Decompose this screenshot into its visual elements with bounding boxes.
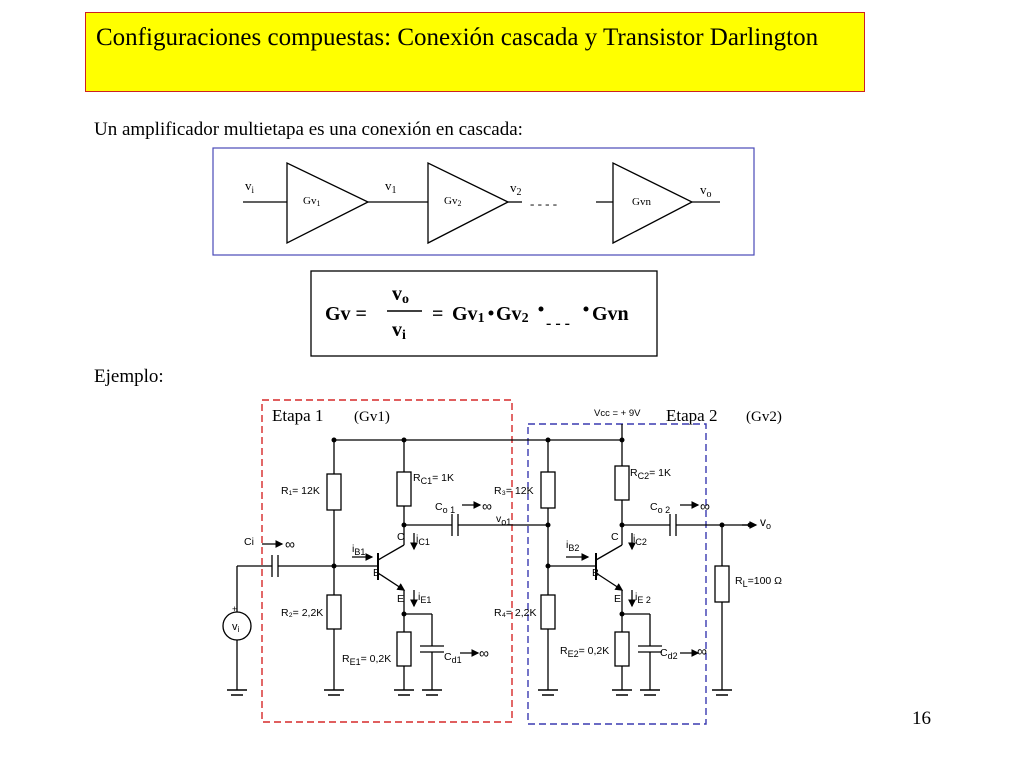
label-ie1: iE1 xyxy=(418,591,431,605)
page-number: 16 xyxy=(912,708,931,729)
label-vo: vo xyxy=(760,515,771,531)
intro-text: Un amplificador multietapa es una conexi… xyxy=(94,119,523,140)
label-inf-cd1: ∞ xyxy=(479,645,489,661)
ground-symbols xyxy=(227,689,732,696)
label-ie2: iE 2 xyxy=(635,591,651,605)
cascade-frame xyxy=(212,147,755,256)
label-rc2: RC2= 1K xyxy=(630,467,671,481)
product-dot xyxy=(538,306,544,312)
resistor-rc2 xyxy=(614,465,630,501)
label-e1: E xyxy=(397,593,404,605)
label-vi: vi xyxy=(245,178,255,195)
label-ci: Ci xyxy=(244,536,254,548)
label-c2: C xyxy=(611,531,619,543)
stage1-box xyxy=(261,399,513,723)
label-c1: C xyxy=(397,531,405,543)
stage2-box xyxy=(527,423,707,725)
resistor-re2 xyxy=(614,631,630,667)
stage2-label: Etapa 2 xyxy=(666,406,717,425)
label-inf-ci: ∞ xyxy=(285,536,295,552)
resistor-rc1 xyxy=(396,471,412,507)
amplifier-gv1 xyxy=(286,161,370,245)
slide-title: Configuraciones compuestas: Conexión cas… xyxy=(96,24,819,51)
label-gvn: Gvn xyxy=(632,196,651,208)
formula-frame xyxy=(310,270,658,357)
label-gv1: Gv1 xyxy=(303,195,320,208)
label-r4: R₄= 2,2K xyxy=(494,607,537,619)
label-vo: vo xyxy=(700,182,712,200)
formula-ellipsis: - - - xyxy=(546,315,570,332)
product-dot xyxy=(583,306,589,312)
label-re2: RE2= 0,2K xyxy=(560,645,609,659)
label-r1: R₁= 12K xyxy=(281,485,320,497)
label-rl: RL=100 Ω xyxy=(735,575,782,589)
label-r2: R₂= 2,2K xyxy=(281,607,323,619)
formula-gv2: Gv2 xyxy=(496,303,529,326)
label-co2: Co 2 xyxy=(650,501,670,515)
label-inf-cd2: ∞ xyxy=(697,643,707,659)
label-re1: RE1= 0,2K xyxy=(342,653,391,667)
label-e2: E xyxy=(614,593,621,605)
label-cd2: Cd2 xyxy=(660,647,678,661)
label-cd1: Cd1 xyxy=(444,651,462,665)
stage2-gain: (Gv2) xyxy=(746,409,782,425)
amplifier-gvn xyxy=(612,161,694,245)
label-inf-co1: ∞ xyxy=(482,498,492,514)
cascade-ellipsis: - - - - xyxy=(530,196,557,211)
resistor-r1 xyxy=(326,473,342,511)
formula-numerator: vo xyxy=(392,283,409,307)
label-vo1: vo1 xyxy=(496,513,511,527)
label-ic1: iC1 xyxy=(416,533,430,547)
label-ib1: iB1 xyxy=(352,543,365,557)
label-b1: B xyxy=(373,567,380,579)
product-dot xyxy=(488,310,494,316)
label-gv2: Gv2 xyxy=(444,195,461,208)
cascade-diagram: vi v1 v2 vo Gv1 Gv2 Gvn - - - - xyxy=(212,147,755,256)
resistor-r3 xyxy=(540,471,556,509)
two-stage-circuit: Etapa 1 (Gv1) Etapa 2 (Gv2) xyxy=(222,399,782,725)
label-co1: Co 1 xyxy=(435,501,455,515)
title-banner: Configuraciones compuestas: Conexión cas… xyxy=(85,12,865,92)
formula-rhs-equals: = xyxy=(432,303,443,325)
resistor-re1 xyxy=(396,631,412,667)
label-ic2: iC2 xyxy=(633,533,647,547)
source-plus-sign: + xyxy=(232,604,237,614)
resistor-r4 xyxy=(540,594,556,630)
label-inf-co2: ∞ xyxy=(700,498,710,514)
stage1-gain: (Gv1) xyxy=(354,409,390,425)
resistor-r2 xyxy=(326,594,342,630)
formula-denominator: vi xyxy=(392,319,406,343)
label-rc1: RC1= 1K xyxy=(413,472,454,486)
label-r3: R₃= 12K xyxy=(494,485,534,497)
stage1-label: Etapa 1 xyxy=(272,406,323,425)
gain-formula: Gv = vo vi = Gv1 Gv2 - - - Gvn xyxy=(310,270,658,357)
label-vcc: Vcc = + 9V xyxy=(594,408,641,419)
label-v1: v1 xyxy=(385,178,397,196)
formula-lhs: Gv = xyxy=(325,303,367,325)
label-ib2: iB2 xyxy=(566,539,579,553)
formula-gvn: Gvn xyxy=(592,303,629,325)
label-b2: B xyxy=(592,567,599,579)
label-vi: vi xyxy=(232,621,240,634)
amplifier-gv2 xyxy=(427,161,510,245)
example-label: Ejemplo: xyxy=(94,366,164,387)
formula-gv1: Gv1 xyxy=(452,303,485,326)
label-v2: v2 xyxy=(510,180,522,198)
resistor-rl xyxy=(714,565,730,603)
